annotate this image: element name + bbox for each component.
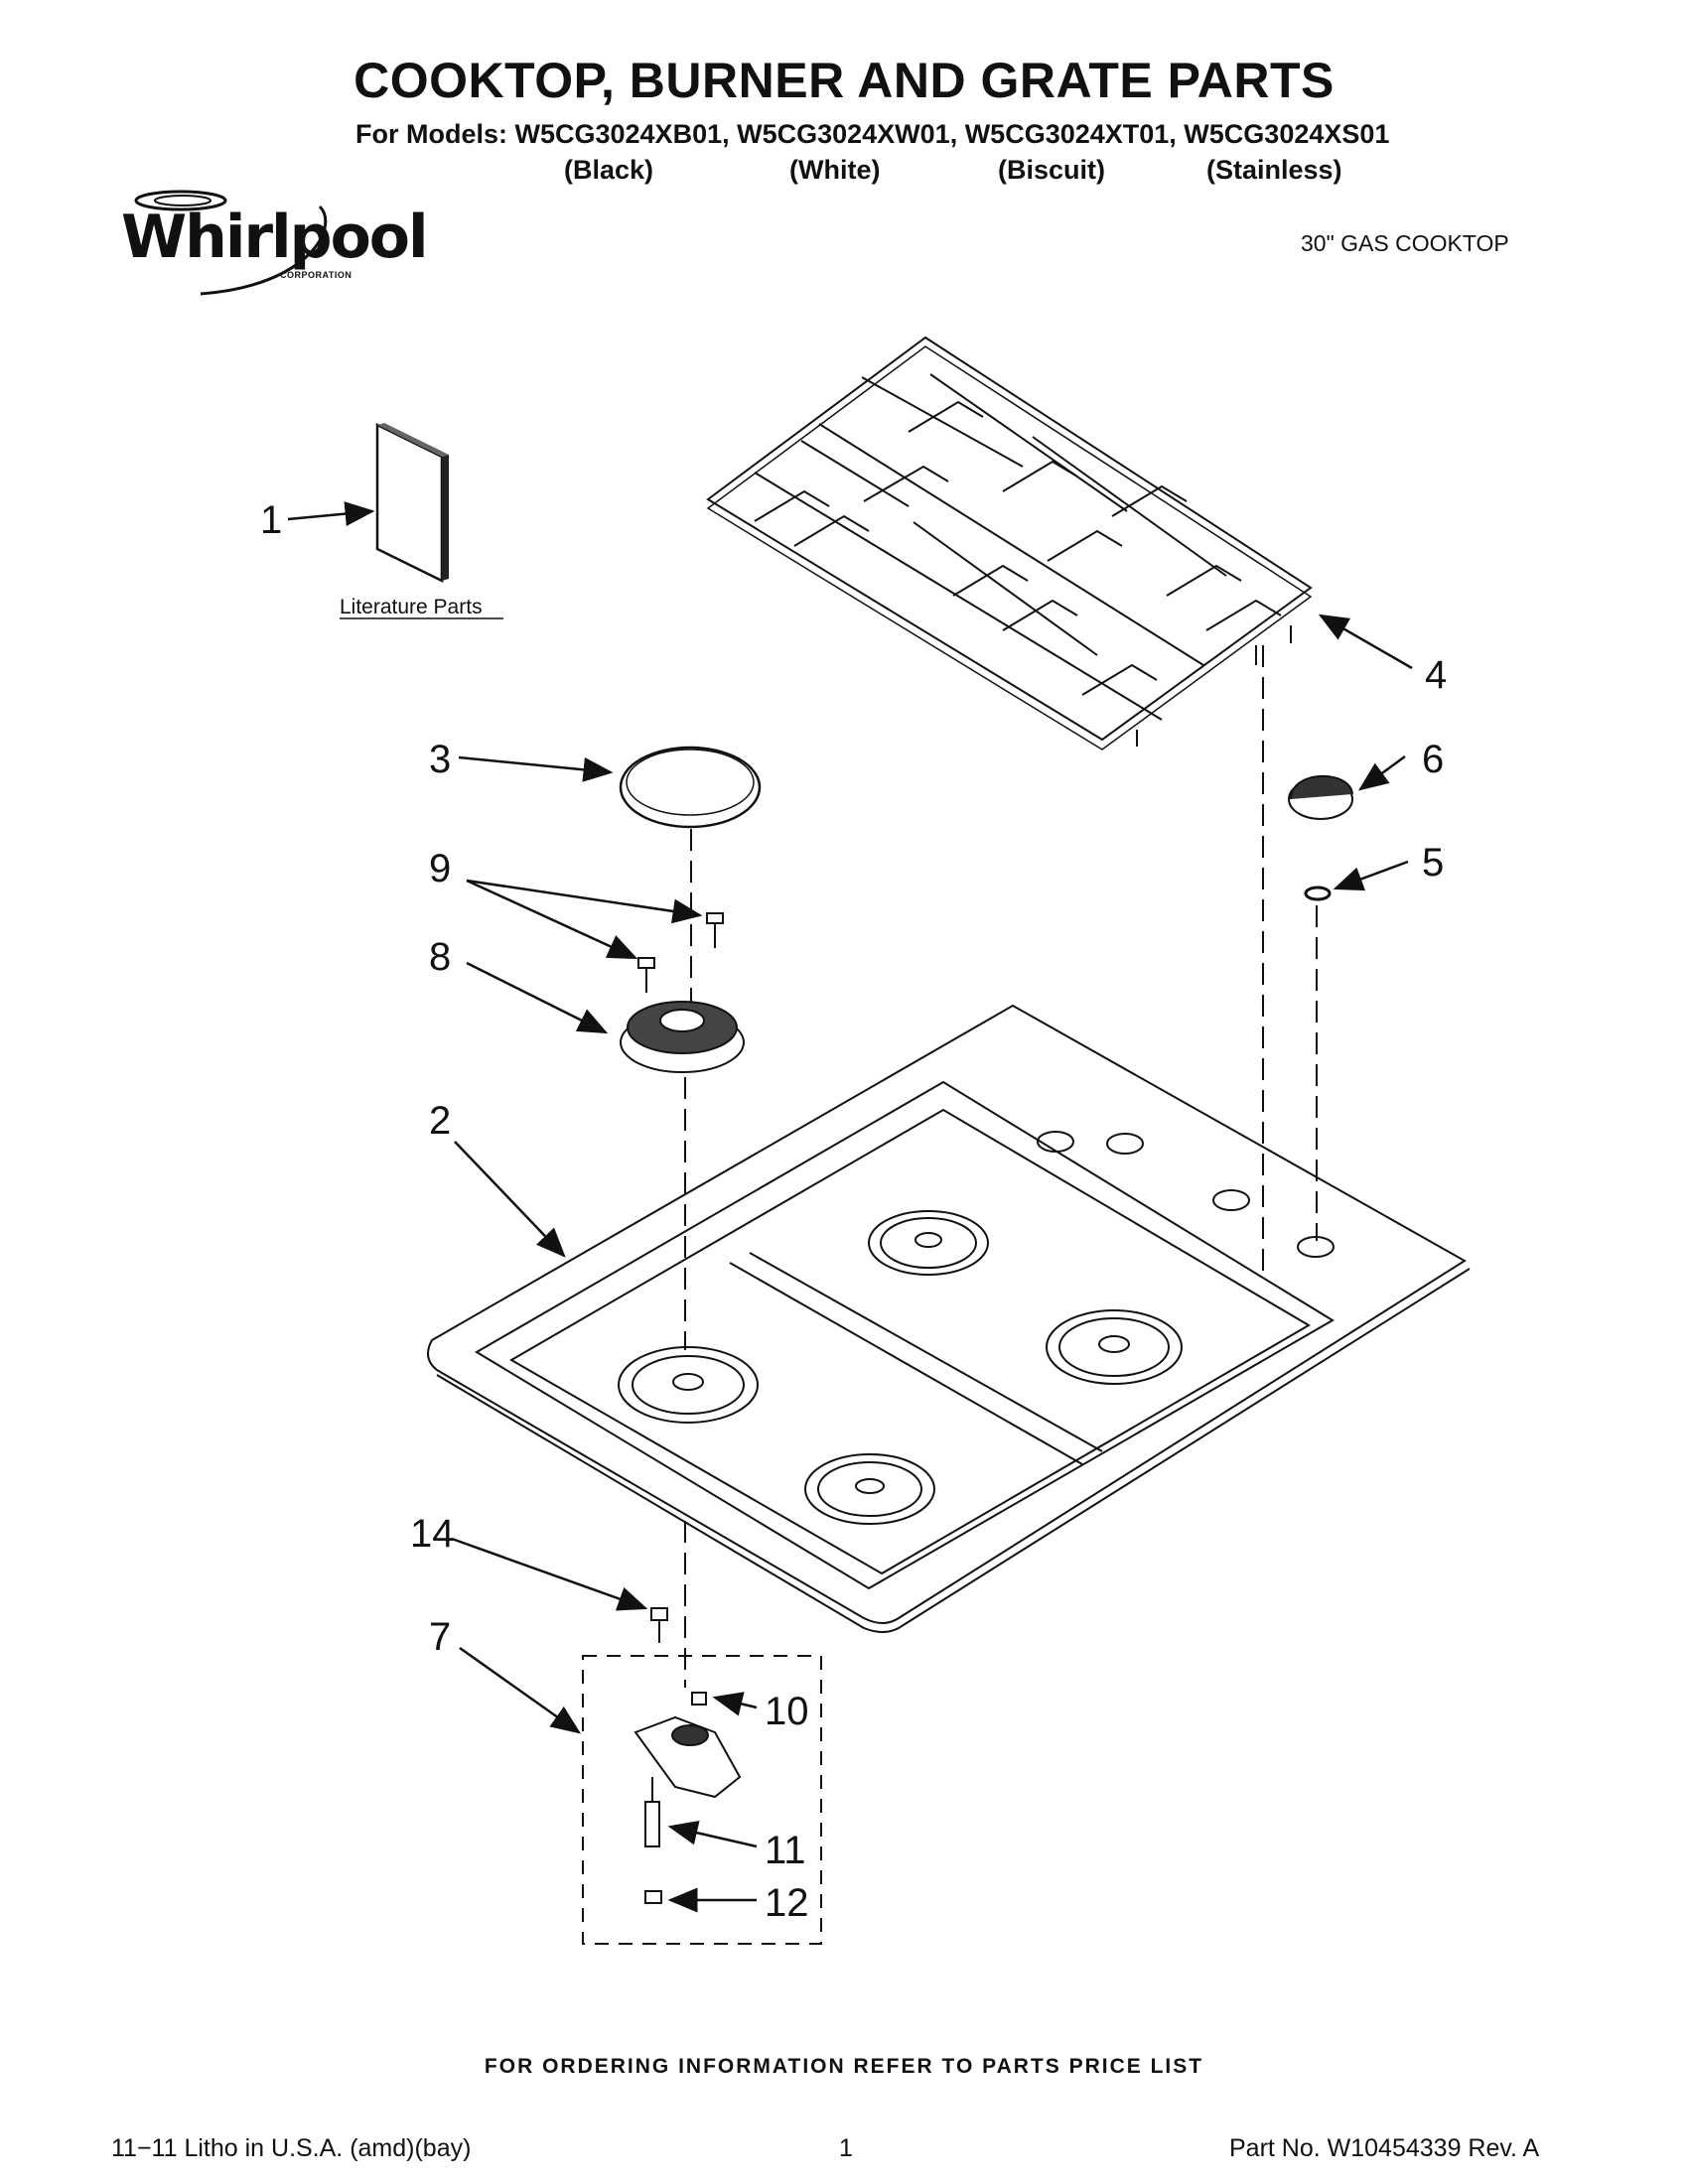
callout-2: 2 bbox=[429, 1099, 451, 1143]
callout-6: 6 bbox=[1422, 738, 1444, 781]
color-label-black: (Black) bbox=[564, 155, 654, 185]
literature-parts-label: Literature Parts bbox=[340, 596, 483, 618]
burner-base bbox=[620, 1001, 745, 1073]
valve-screw bbox=[650, 1607, 668, 1643]
color-label-biscuit: (Biscuit) bbox=[998, 155, 1105, 185]
logo-wordmark: Whirlpool bbox=[121, 203, 429, 272]
cooktop-main bbox=[427, 1004, 1471, 1633]
callout-12: 12 bbox=[765, 1881, 809, 1925]
burner-valve-assembly bbox=[582, 1655, 822, 1945]
control-knob bbox=[1288, 774, 1353, 820]
page-title: COOKTOP, BURNER AND GRATE PARTS bbox=[353, 53, 1335, 108]
literature-parts-booklet bbox=[375, 422, 449, 584]
burner-cap bbox=[619, 746, 762, 829]
part-number: Part No. W10454339 Rev. A bbox=[1229, 2134, 1540, 2162]
callout-1: 1 bbox=[260, 498, 282, 542]
assembly-guide-lines bbox=[684, 645, 1318, 1688]
callout-10: 10 bbox=[765, 1690, 809, 1733]
callout-9: 9 bbox=[429, 847, 451, 890]
models-line: For Models: W5CG3024XB01, W5CG3024XW01, … bbox=[355, 119, 1390, 149]
logo-corporation: CORPORATION bbox=[280, 270, 352, 280]
callout-5: 5 bbox=[1422, 841, 1444, 885]
page-number: 1 bbox=[839, 2134, 853, 2162]
swirl-icon bbox=[134, 190, 328, 296]
callout-14: 14 bbox=[410, 1512, 455, 1556]
knob-bezel bbox=[1304, 886, 1332, 901]
color-label-white: (White) bbox=[789, 155, 881, 185]
burner-base-screw bbox=[637, 912, 724, 993]
color-label-stainless: (Stainless) bbox=[1206, 155, 1342, 185]
callout-3: 3 bbox=[429, 738, 451, 781]
callout-7: 7 bbox=[429, 1615, 451, 1659]
product-type: 30" GAS COOKTOP bbox=[1301, 230, 1509, 256]
callout-8: 8 bbox=[429, 935, 451, 979]
burner-grate bbox=[706, 336, 1313, 751]
callout-11: 11 bbox=[765, 1829, 806, 1872]
ordering-note: FOR ORDERING INFORMATION REFER TO PARTS … bbox=[484, 2055, 1204, 2078]
litho-info: 11−11 Litho in U.S.A. (amd)(bay) bbox=[111, 2134, 472, 2162]
callout-leaders bbox=[287, 501, 1413, 1913]
callout-4: 4 bbox=[1425, 653, 1447, 697]
whirlpool-logo: Whirlpool CORPORATION bbox=[111, 187, 429, 296]
